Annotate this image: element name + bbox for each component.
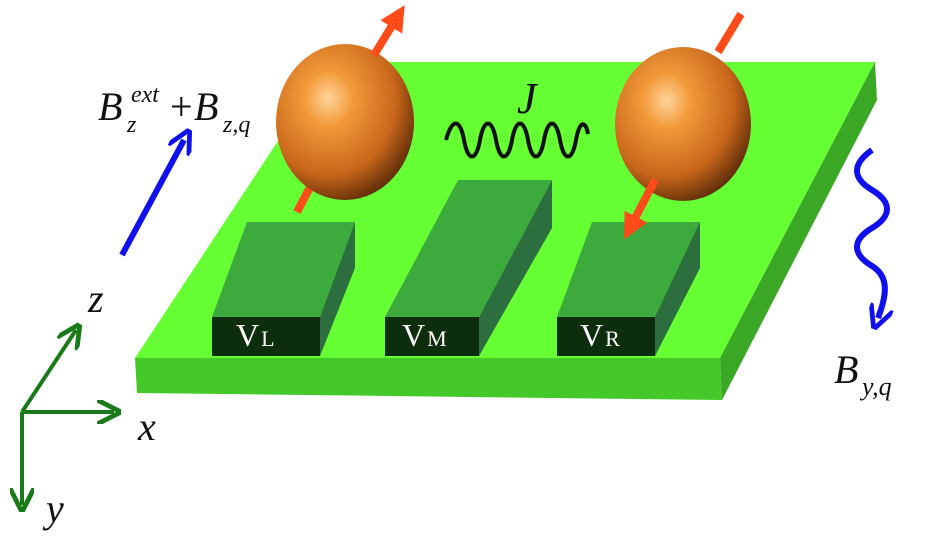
substrate-front — [135, 358, 722, 400]
spin-up-arrow-icon — [370, 5, 405, 58]
spin-down-arrow-icon — [624, 178, 659, 240]
axis-y-label: y — [42, 486, 64, 531]
svg-text:VL: VL — [236, 317, 275, 353]
oscillating-field-arrow-icon — [854, 147, 887, 318]
b-ext-subscript: z — [126, 112, 137, 138]
svg-text:VM: VM — [402, 317, 447, 353]
axis-x-label: x — [137, 404, 156, 449]
b-zq-main: B — [194, 84, 218, 129]
exchange-coupling: J — [444, 74, 590, 159]
gate-left-subscript: L — [261, 326, 274, 351]
b-ext-superscript: ext — [131, 82, 160, 108]
gate-right-subscript: R — [605, 326, 620, 351]
electron-right-sphere — [615, 47, 751, 201]
electron-right — [615, 11, 751, 240]
spin-right-tail — [714, 11, 745, 55]
plus-sign: + — [170, 84, 193, 129]
gate-left: VL — [212, 222, 355, 356]
b-zq-subscript: z,q — [222, 112, 250, 138]
electron-left — [276, 5, 414, 214]
static-field-arrow-icon — [119, 140, 184, 257]
b-yq-subscript: y,q — [859, 372, 892, 401]
gate-left-label: V — [236, 317, 259, 353]
electron-left-sphere — [276, 44, 414, 200]
substrate-side — [720, 62, 877, 400]
gate-middle-subscript: M — [427, 326, 447, 351]
gate-right: VR — [557, 222, 700, 356]
exchange-label: J — [517, 74, 539, 123]
gate-middle: VM — [385, 180, 552, 356]
svg-text:VR: VR — [580, 317, 620, 353]
gate-right-label: V — [580, 317, 603, 353]
axis-z-label: z — [87, 276, 104, 321]
b-yq-main: B — [834, 347, 858, 392]
b-ext-main: B — [98, 84, 122, 129]
gate-middle-label: V — [402, 317, 425, 353]
exchange-wave-icon — [444, 121, 590, 159]
coordinate-axes: z x y — [22, 276, 156, 531]
z-axis-arrow-icon — [20, 330, 76, 414]
